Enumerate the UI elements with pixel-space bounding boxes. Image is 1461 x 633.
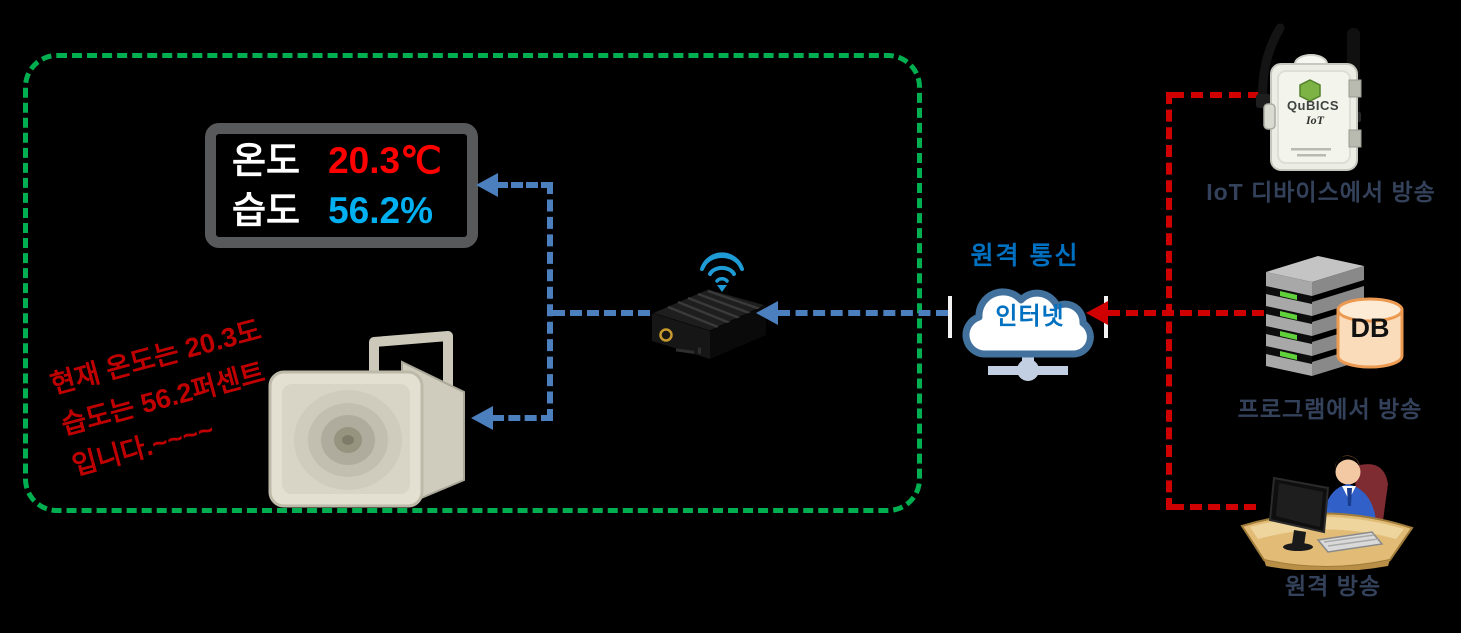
arrowhead-display xyxy=(476,173,498,197)
iot-device-icon xyxy=(1256,23,1362,171)
arrowhead-device xyxy=(756,301,778,325)
operator-icon xyxy=(1240,455,1414,570)
remote-link-iot-device xyxy=(1172,92,1260,98)
remote-link-operator xyxy=(1172,504,1256,510)
link-cloud-to-device xyxy=(778,310,948,316)
humidity-row: 습도 56.2% xyxy=(232,187,467,235)
caption-remote-broadcast: 원격 방송 xyxy=(1284,573,1382,599)
link-device-to-trunk xyxy=(553,310,650,316)
internet-cloud-icon xyxy=(948,288,1108,381)
link-trunk-vertical xyxy=(547,182,553,421)
arrowhead-speaker xyxy=(471,406,493,430)
arrowhead-cloud xyxy=(1086,301,1108,325)
internet-label: 인터넷 xyxy=(995,303,1065,330)
iot-device-brand-sub: IoT xyxy=(1306,113,1324,127)
wifi-icon xyxy=(700,252,744,292)
database-icon xyxy=(1336,297,1404,369)
link-trunk-to-display xyxy=(496,182,553,188)
database-label: DB xyxy=(1350,313,1390,343)
temperature-humidity-display: 온도 20.3℃ 습도 56.2% xyxy=(205,123,478,248)
horn-speaker-icon xyxy=(268,331,465,508)
cloud-heading: 원격 통신 xyxy=(970,242,1080,270)
iot-device-brand: QuBICS xyxy=(1286,98,1340,113)
remote-trunk-vertical xyxy=(1166,92,1172,510)
gateway-device-icon xyxy=(650,252,768,359)
temperature-label: 온도 xyxy=(232,139,301,181)
caption-program-broadcast: 프로그램에서 방송 xyxy=(1237,396,1423,422)
humidity-label: 습도 xyxy=(232,189,301,231)
link-trunk-to-speaker xyxy=(492,415,553,421)
humidity-value: 56.2% xyxy=(328,189,434,231)
caption-iot-broadcast: IoT 디바이스에서 방송 xyxy=(1206,179,1436,205)
temperature-value: 20.3℃ xyxy=(328,139,442,181)
temperature-row: 온도 20.3℃ xyxy=(232,137,467,185)
local-zone-border xyxy=(23,53,922,513)
remote-link-server-to-cloud xyxy=(1108,310,1264,316)
